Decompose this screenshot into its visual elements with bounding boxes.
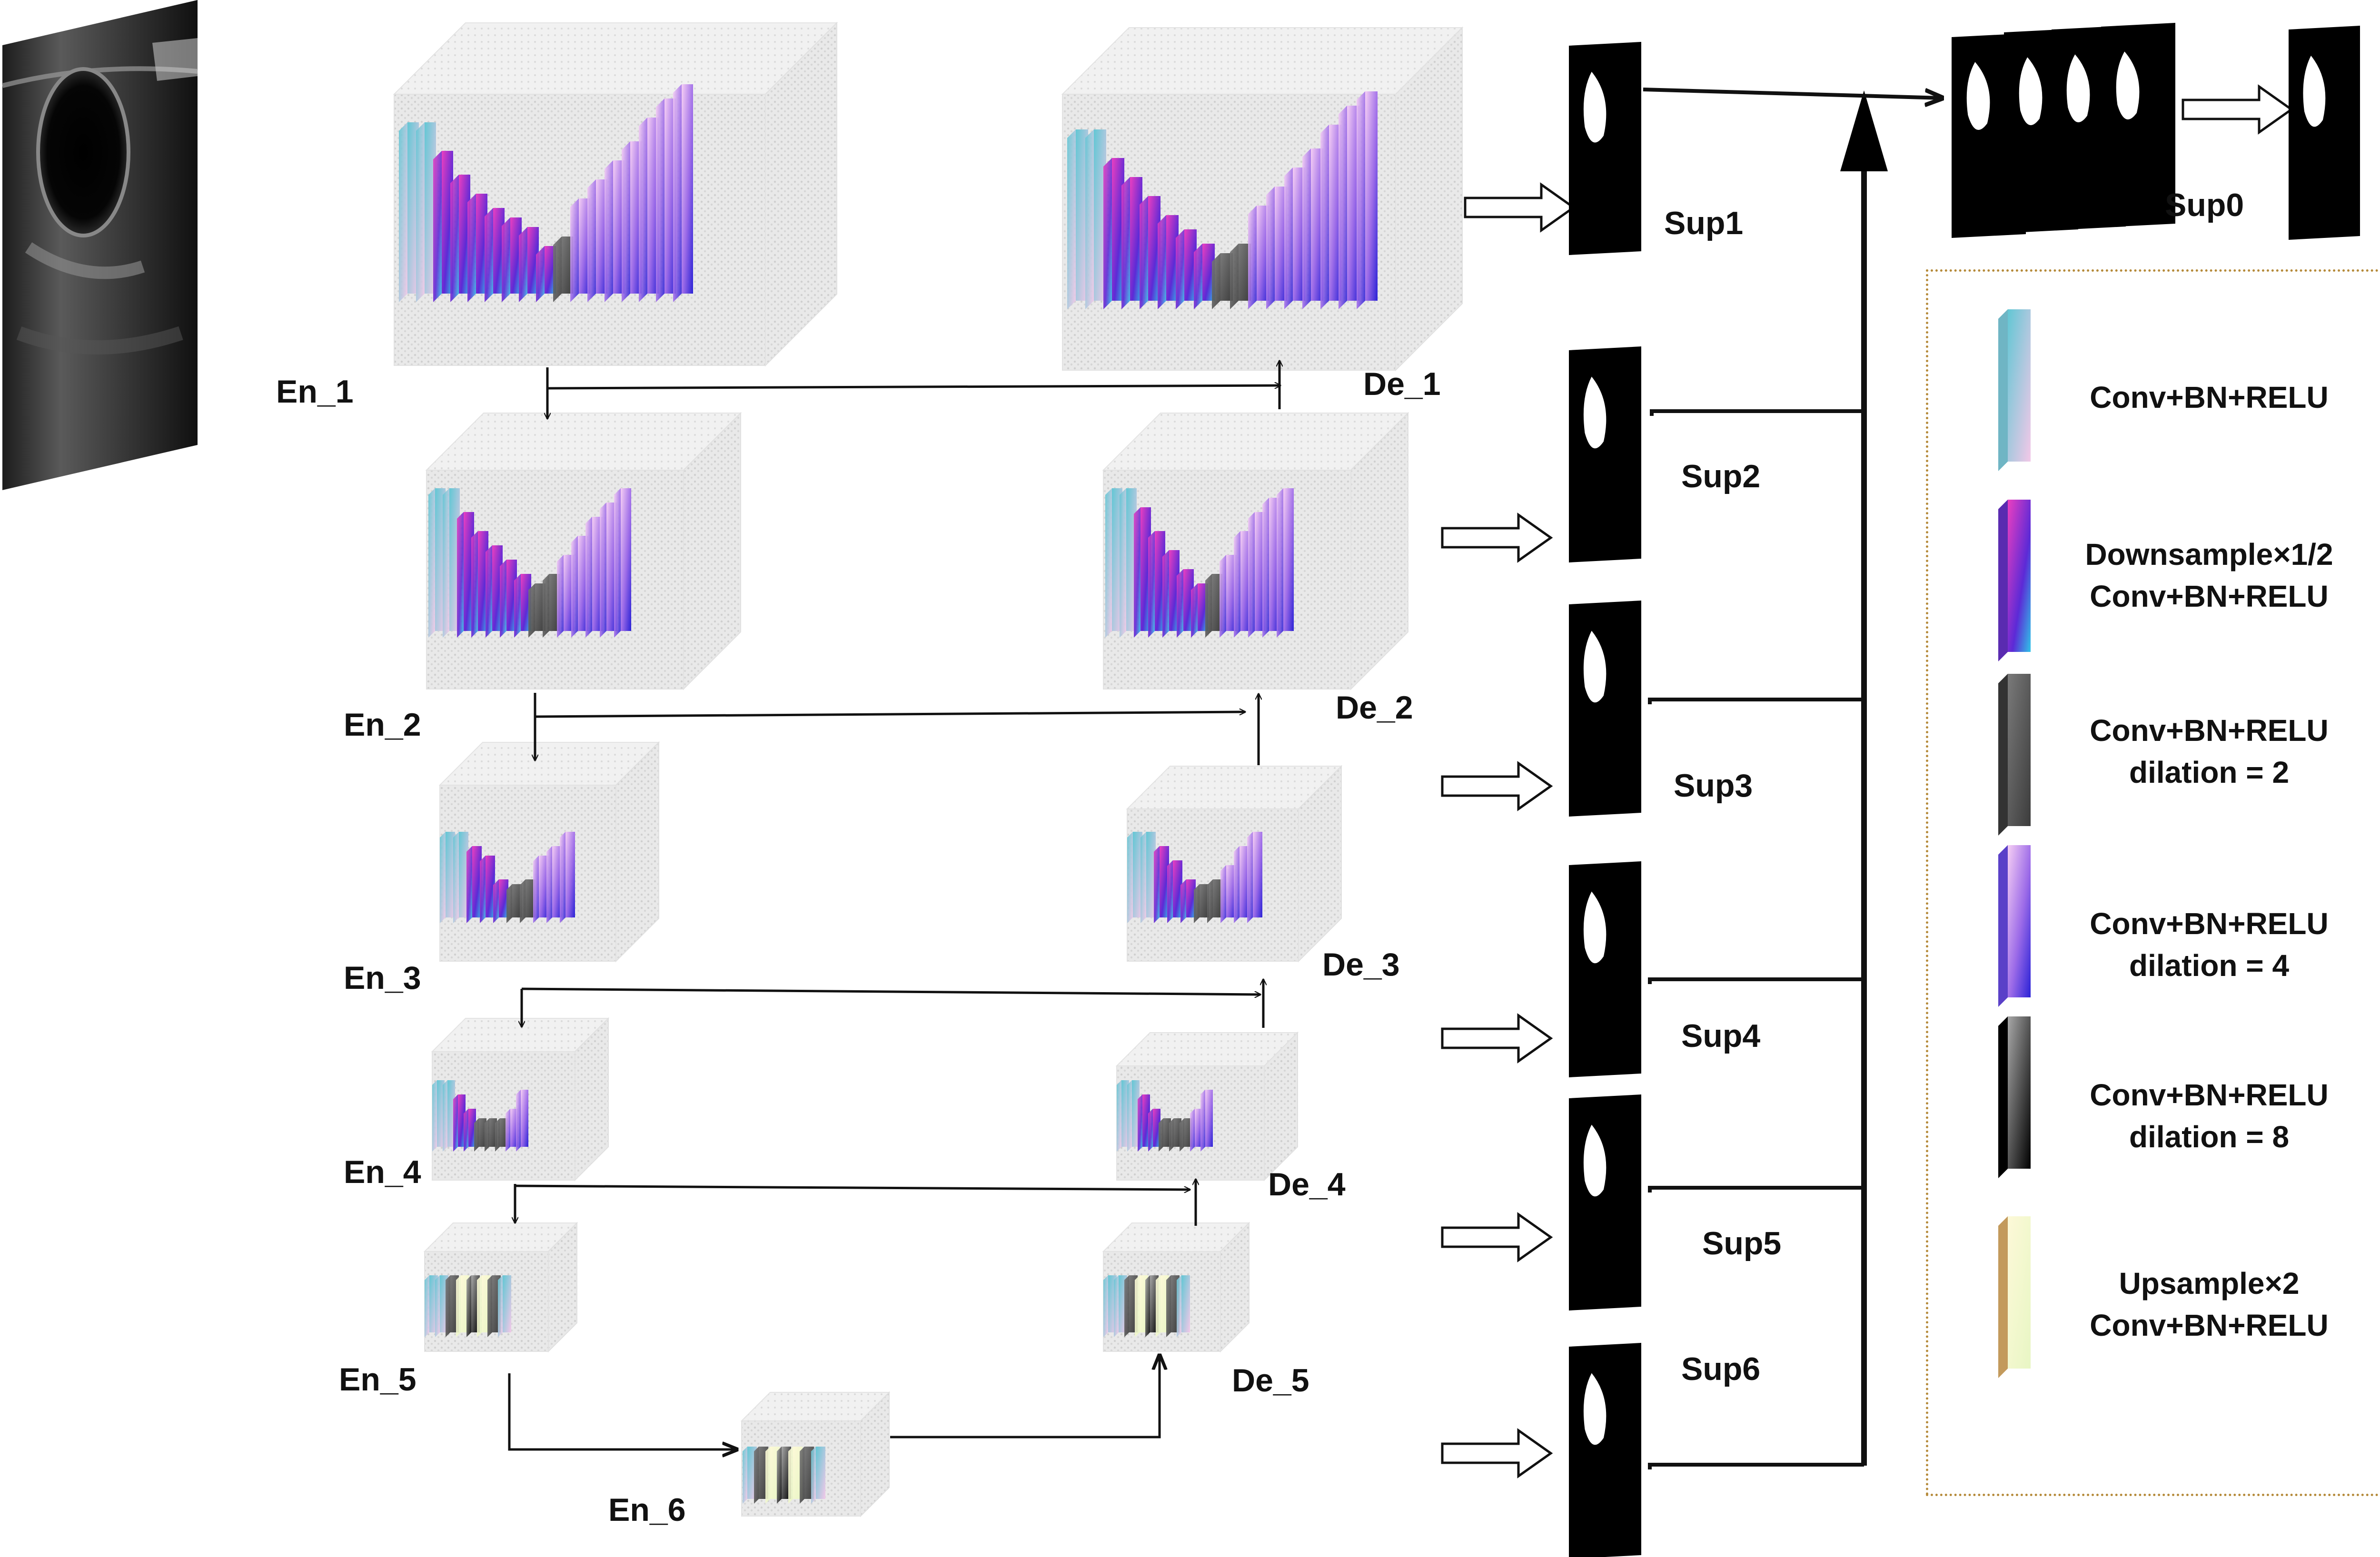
mask-sup6 [1569,1343,1641,1557]
fusion-tap-4 [1648,977,1864,984]
label-en-6: En_6 [608,1492,686,1528]
stack-en-3 [440,832,575,923]
legend-swatch-upsample [1998,1216,2031,1378]
skip-en2-de2 [535,712,1245,718]
stack-en-6 [743,1447,825,1504]
label-en-4: En_4 [344,1154,421,1190]
label-sup3: Sup3 [1674,768,1753,804]
arrow-sup1-fuse [1643,88,1942,98]
legend-swatch-downsample [1998,500,2031,661]
legend-swatch-dilation-8 [1998,1016,2031,1178]
stack-en-4 [432,1080,528,1152]
legend-swatch-conv [1998,309,2031,471]
hollow-arrow-fuse [2182,84,2294,135]
label-en-3: En_3 [344,960,421,996]
mask-fuse-4 [2101,23,2175,227]
hollow-arrow-de1 [1464,182,1576,233]
mask-sup0 [2289,26,2360,240]
label-sup6: Sup6 [1681,1351,1761,1387]
label-sup4: Sup4 [1681,1018,1761,1054]
cube-de-4 [1115,1031,1299,1182]
label-en-5: En_5 [339,1361,416,1398]
label-de-4: De_4 [1268,1166,1346,1202]
label-sup5: Sup5 [1702,1225,1782,1261]
label-en-1: En_1 [276,374,354,410]
legend-box: Conv+BN+RELU Downsample×1/2 Conv+BN+RELU… [1926,269,2380,1496]
label-de-3: De_3 [1322,946,1400,983]
skip-en1-de1 [547,385,1280,390]
label-de-1: De_1 [1363,366,1441,402]
fusion-tap-6 [1648,1463,1864,1469]
label-de-2: De_2 [1336,690,1413,726]
legend-text-upsample: Upsample×2 Conv+BN+RELU [2090,1266,2329,1342]
mask-sup4 [1569,861,1641,1077]
legend-text-dilation-4: Conv+BN+RELU dilation = 4 [2090,907,2329,983]
arrow-en5-en6 [508,1373,737,1449]
arrow-en6-de5 [890,1355,1160,1439]
stack-en-1 [399,84,693,302]
cube-de-1 [1061,26,1464,372]
mask-sup1 [1569,42,1641,255]
stack-de-3 [1127,832,1262,923]
legend-swatches [1998,309,2031,1378]
legend-text-conv: Conv+BN+RELU [2090,380,2329,414]
label-de-5: De_5 [1232,1362,1309,1399]
legend-text-dilation-8: Conv+BN+RELU dilation = 8 [2090,1078,2329,1154]
fusion-tap-2 [1650,409,1864,416]
legend-swatch-dilation-2 [1998,674,2031,836]
label-en-2: En_2 [344,707,421,743]
fusion-tap-3 [1648,698,1864,704]
mask-sup2 [1569,346,1641,562]
hollow-arrow-de4 [1441,1013,1553,1064]
fusion-bus-arrowhead [1840,90,1888,171]
hollow-arrow-en6 [1441,1428,1553,1478]
stack-de-2 [1105,488,1294,638]
legend-swatch-dilation-4 [1998,845,2031,1007]
skip-en4-de4 [515,1184,1190,1190]
hollow-arrow-de3 [1441,761,1553,811]
label-sup0: Sup0 [2165,187,2244,223]
mask-sup3 [1569,601,1641,817]
skip-en3-de3 [521,987,1260,995]
input-ultrasound-image [1,0,198,490]
mask-sup5 [1569,1094,1641,1311]
legend-text-downsample: Downsample×1/2 Conv+BN+RELU [2085,537,2333,613]
stack-en-2 [428,488,631,638]
label-sup1: Sup1 [1664,205,1744,241]
stack-de-4 [1117,1080,1213,1152]
hollow-arrow-de2 [1441,512,1553,563]
label-sup2: Sup2 [1681,458,1761,494]
stack-de-1 [1067,91,1378,309]
stack-en-5 [425,1275,511,1337]
legend-text-dilation-2: Conv+BN+RELU dilation = 2 [2090,713,2329,789]
hollow-arrow-de5 [1441,1212,1553,1262]
fusion-tap-5 [1648,1186,1864,1192]
stack-de-5 [1103,1275,1190,1337]
